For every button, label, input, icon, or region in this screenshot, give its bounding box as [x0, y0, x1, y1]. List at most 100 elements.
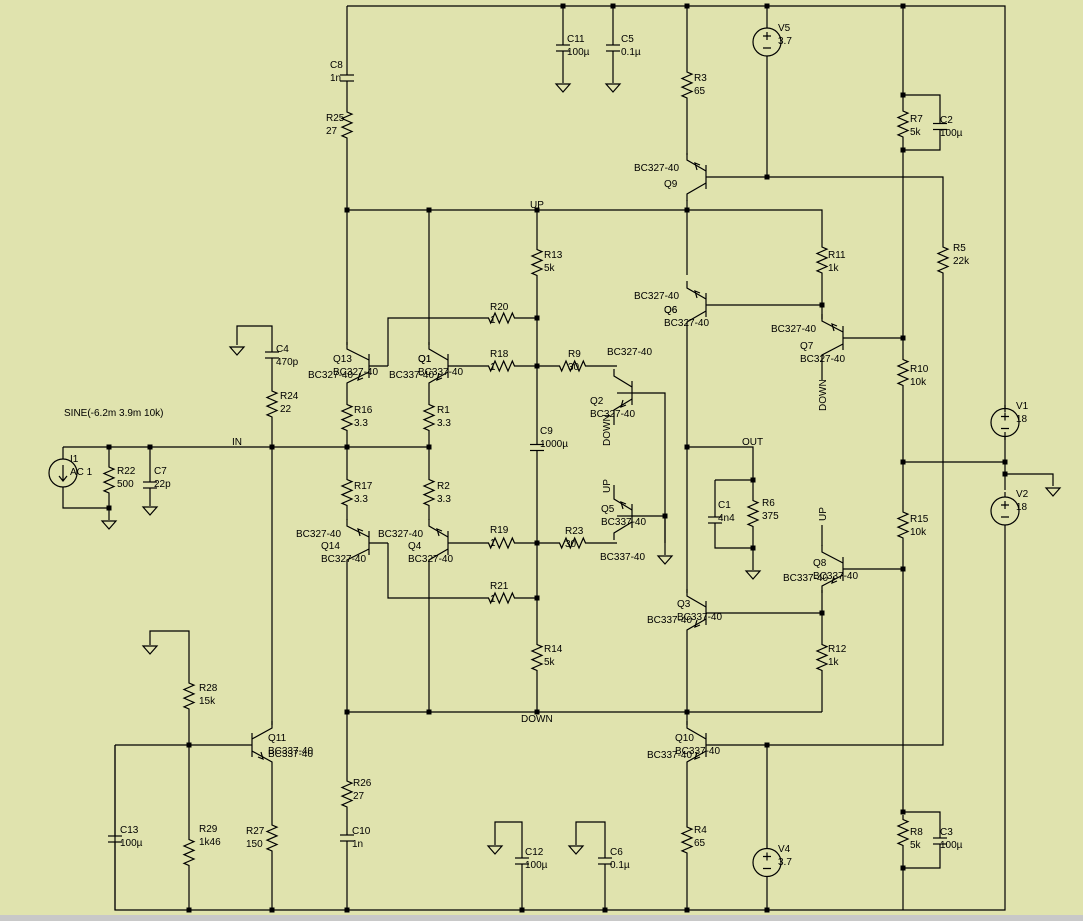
transistor-icon — [821, 314, 844, 362]
r7-value: 5k — [910, 127, 922, 138]
c5-label: C5 — [621, 34, 634, 45]
ground-icon — [228, 346, 246, 356]
q3-value: BC337-40 — [647, 615, 692, 626]
down-flag-q7: DOWN — [818, 379, 829, 411]
r14-value: 5k — [544, 657, 556, 668]
transistor-icon — [346, 519, 388, 567]
c7-label: C7 — [154, 466, 167, 477]
v1-label: V1 — [1016, 401, 1029, 412]
q1-value: BC337-40 — [389, 370, 434, 381]
q4-value: BC327-40 — [378, 529, 423, 540]
r13-label: R13 — [544, 250, 563, 261]
ground-icon — [744, 570, 762, 580]
r16-label: R16 — [354, 405, 373, 416]
r21-label: R21 — [490, 581, 509, 592]
q3-value: BC337-40 — [677, 612, 722, 623]
q6-value: BC327-40 — [634, 291, 679, 302]
c5-value: 0.1µ — [621, 47, 641, 58]
resistor-icon — [936, 240, 950, 280]
q13-value: BC327-40 — [333, 367, 378, 378]
r12-label: R12 — [828, 644, 847, 655]
r27-label: R27 — [246, 826, 265, 837]
r7-label: R7 — [910, 114, 923, 125]
r1-value: 3.3 — [437, 418, 451, 429]
r14-label: R14 — [544, 644, 563, 655]
resistor-icon — [896, 505, 910, 545]
r28-label: R28 — [199, 683, 218, 694]
v5-value: 3.7 — [778, 36, 792, 47]
v4-value: 3.7 — [778, 857, 792, 868]
capacitor-icon — [515, 852, 529, 870]
transistor-icon — [428, 342, 450, 390]
r10-value: 10k — [910, 377, 927, 388]
resistor-icon — [530, 245, 544, 280]
net-label-in: IN — [232, 437, 242, 448]
q13-label: Q13 — [333, 354, 352, 365]
r8-value: 5k — [910, 840, 922, 851]
q9-label: Q9 — [664, 179, 678, 190]
v1-value: 18 — [1016, 414, 1028, 425]
c9-label: C9 — [540, 426, 553, 437]
capacitor-icon — [933, 118, 947, 135]
resistor-icon — [746, 495, 760, 532]
ground-icon — [141, 645, 159, 655]
r18-label: R18 — [490, 349, 509, 360]
components — [48, 26, 1062, 880]
transistor-icon — [250, 721, 273, 769]
capacitor-icon — [606, 36, 620, 60]
r24-value: 22 — [280, 404, 292, 415]
transistor-icon — [821, 545, 844, 593]
i1-value: AC 1 — [70, 467, 93, 478]
q2-label: Q2 — [590, 396, 604, 407]
up-flag-q5: UP — [602, 479, 613, 493]
resistor-icon — [265, 388, 279, 420]
q14-value: BC327-40 — [296, 529, 341, 540]
r25-value: 27 — [326, 126, 338, 137]
labels: V118V218C81nR2527C11100µC50.1µV53.7R365Q… — [64, 23, 1029, 871]
q7-value: BC327-40 — [800, 354, 845, 365]
q8-label: Q8 — [813, 558, 827, 569]
r23-value: 30 — [565, 539, 577, 550]
transistor-icon — [613, 369, 633, 417]
junctions — [106, 3, 1008, 913]
q4-value: BC327-40 — [408, 554, 453, 565]
c10-label: C10 — [352, 826, 371, 837]
transistor-icon — [428, 519, 450, 567]
resistor-icon — [182, 835, 196, 870]
r22-label: R22 — [117, 466, 136, 477]
c8-label: C8 — [330, 60, 343, 71]
r11-value: 1k — [828, 263, 840, 274]
capacitor-icon — [340, 68, 354, 88]
c11-value: 100µ — [567, 47, 590, 58]
c4-label: C4 — [276, 344, 289, 355]
c6-value: 0.1µ — [610, 860, 630, 871]
resistor-icon — [680, 70, 694, 100]
r26-label: R26 — [353, 778, 372, 789]
v5-label: V5 — [778, 23, 791, 34]
r15-label: R15 — [910, 514, 929, 525]
resistor-icon — [815, 640, 829, 675]
capacitor-icon — [265, 345, 279, 365]
q1-value: BC337-40 — [418, 367, 463, 378]
r6-label: R6 — [762, 498, 775, 509]
capacitor-icon — [530, 440, 544, 455]
r20-label: R20 — [490, 302, 509, 313]
q9-value: BC327-40 — [634, 163, 679, 174]
transistor-icon — [686, 153, 708, 201]
c1-label: C1 — [718, 500, 731, 511]
r10-label: R10 — [910, 364, 929, 375]
v2-label: V2 — [1016, 489, 1029, 500]
q2-value: BC327-40 — [607, 347, 652, 358]
q8-value: BC337-40 — [783, 573, 828, 584]
resistor-icon — [182, 680, 196, 712]
r16-value: 3.3 — [354, 418, 368, 429]
resistor-icon — [896, 108, 910, 140]
ground-icon — [100, 520, 118, 530]
capacitor-icon — [933, 832, 947, 850]
c11-label: C11 — [567, 34, 585, 45]
transistor-icon — [686, 589, 708, 637]
net-label-down: DOWN — [521, 714, 553, 725]
q10-label: Q10 — [675, 733, 694, 744]
q11-value: BC337-40 — [268, 749, 313, 760]
